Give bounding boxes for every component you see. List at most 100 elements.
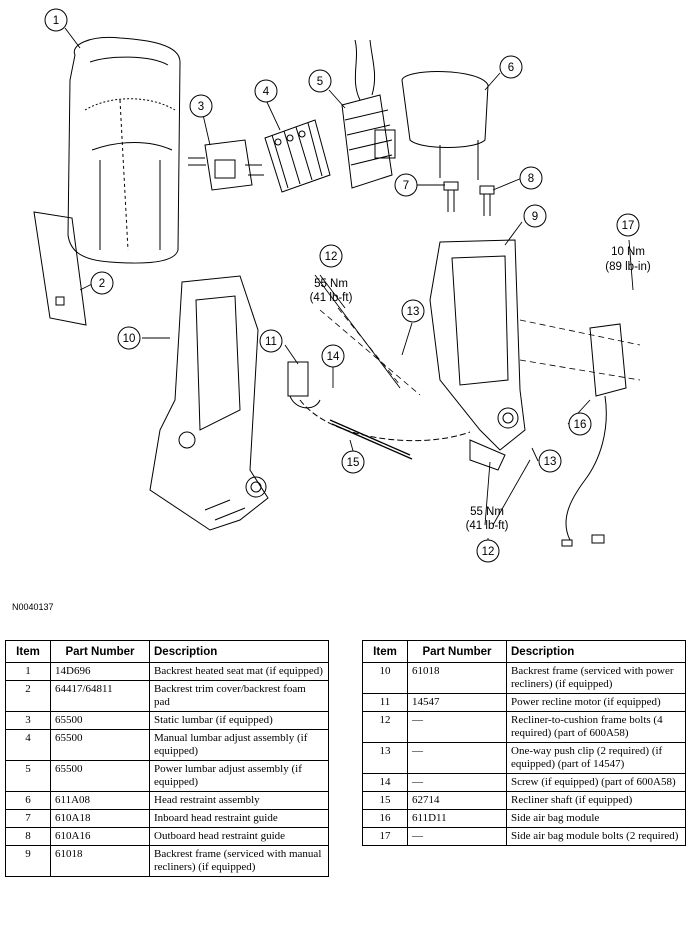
description-cell: Screw (if equipped) (part of 600A58) xyxy=(506,773,686,792)
callout-circle xyxy=(401,299,425,323)
item-cell: 1 xyxy=(5,662,51,681)
part-number-cell: — xyxy=(407,827,507,846)
callout-number: 6 xyxy=(508,62,514,74)
callout-number: 15 xyxy=(347,457,360,469)
part-number-cell: 65500 xyxy=(50,711,150,730)
header-part-number: Part Number xyxy=(407,640,507,663)
callout-circle xyxy=(308,69,332,93)
item-cell: 7 xyxy=(5,809,51,828)
item-cell: 2 xyxy=(5,680,51,712)
table-row: 12—Recliner-to-cushion frame bolts (4 re… xyxy=(362,711,686,743)
head-restraint-guides-drawing xyxy=(443,181,495,216)
torque-12-bottom-line2: (41 lb-ft) xyxy=(466,520,509,532)
callout-13: 13 xyxy=(401,299,425,323)
part-number-cell: 62714 xyxy=(407,791,507,810)
description-cell: Backrest frame (serviced with power recl… xyxy=(506,662,686,694)
part-number-cell: 61018 xyxy=(50,845,150,877)
callout-circle xyxy=(568,412,592,436)
callout-leader-lines xyxy=(64,27,634,547)
item-cell: 11 xyxy=(362,693,408,712)
table-row: 17—Side air bag module bolts (2 required… xyxy=(362,827,686,846)
callout-3: 3 xyxy=(189,94,213,118)
callout-number: 12 xyxy=(325,251,338,263)
callout-circle xyxy=(519,166,543,190)
callout-number: 9 xyxy=(532,211,538,223)
callout-6: 6 xyxy=(499,55,523,79)
callout-number: 7 xyxy=(403,180,409,192)
callout-number: 13 xyxy=(544,456,557,468)
callout-circle xyxy=(538,449,562,473)
callout-circle xyxy=(499,55,523,79)
callout-number: 5 xyxy=(317,76,323,88)
callout-circle xyxy=(90,271,114,295)
heated-seat-mat-drawing xyxy=(33,211,87,326)
callout-number: 4 xyxy=(263,86,270,98)
callout-circle xyxy=(341,450,365,474)
callout-number: 10 xyxy=(123,333,136,345)
figure-code: N0040137 xyxy=(12,602,54,612)
callout-circle xyxy=(254,79,278,103)
callout-circle xyxy=(616,213,640,237)
callout-number: 17 xyxy=(622,220,635,232)
item-cell: 4 xyxy=(5,729,51,761)
callout-11: 11 xyxy=(259,329,283,353)
torque-12-top-line2: (41 lb-ft) xyxy=(310,292,353,304)
item-cell: 12 xyxy=(362,711,408,743)
description-cell: Outboard head restraint guide xyxy=(149,827,329,846)
item-cell: 17 xyxy=(362,827,408,846)
part-number-cell: — xyxy=(407,711,507,743)
part-number-cell: 14547 xyxy=(407,693,507,712)
item-cell: 15 xyxy=(362,791,408,810)
item-cell: 3 xyxy=(5,711,51,730)
description-cell: Static lumbar (if equipped) xyxy=(149,711,329,730)
callout-7: 7 xyxy=(394,173,418,197)
torque-17-line2: (89 lb-in) xyxy=(605,261,651,273)
header-description: Description xyxy=(506,640,686,663)
description-cell: Recliner-to-cushion frame bolts (4 requi… xyxy=(506,711,686,743)
item-cell: 13 xyxy=(362,742,408,774)
part-number-cell: 65500 xyxy=(50,760,150,792)
torque-12-top-line1: 55 Nm xyxy=(314,278,348,290)
part-number-cell: 64417/64811 xyxy=(50,680,150,712)
callout-15: 15 xyxy=(341,450,365,474)
callout-number: 8 xyxy=(528,173,534,185)
callout-2: 2 xyxy=(90,271,114,295)
description-cell: Backrest heated seat mat (if equipped) xyxy=(149,662,329,681)
item-cell: 9 xyxy=(5,845,51,877)
part-number-cell: 610A18 xyxy=(50,809,150,828)
assembly-guide-lines xyxy=(319,307,641,396)
callout-10: 10 xyxy=(117,326,141,350)
description-cell: One-way push clip (2 required) (if equip… xyxy=(506,742,686,774)
callout-18: 13 xyxy=(538,449,562,473)
callout-circle xyxy=(259,329,283,353)
table-row: 13—One-way push clip (2 required) (if eq… xyxy=(362,742,686,774)
torque-12-bottom-line1: 55 Nm xyxy=(470,506,504,518)
description-cell: Manual lumbar adjust assembly (if equipp… xyxy=(149,729,329,761)
callout-circle xyxy=(394,173,418,197)
header-item: Item xyxy=(362,640,408,663)
header-part-number: Part Number xyxy=(50,640,150,663)
part-number-cell: — xyxy=(407,742,507,774)
callout-number: 16 xyxy=(574,419,587,431)
callout-17: 17 xyxy=(616,213,640,237)
item-cell: 14 xyxy=(362,773,408,792)
part-number-cell: 611D11 xyxy=(407,809,507,828)
callout-circle xyxy=(117,326,141,350)
callout-number: 3 xyxy=(198,101,204,113)
callout-circle xyxy=(319,244,343,268)
callout-14: 14 xyxy=(321,344,345,368)
description-cell: Side air bag module xyxy=(506,809,686,828)
callout-number: 12 xyxy=(482,546,495,558)
part-number-cell: 61018 xyxy=(407,662,507,694)
